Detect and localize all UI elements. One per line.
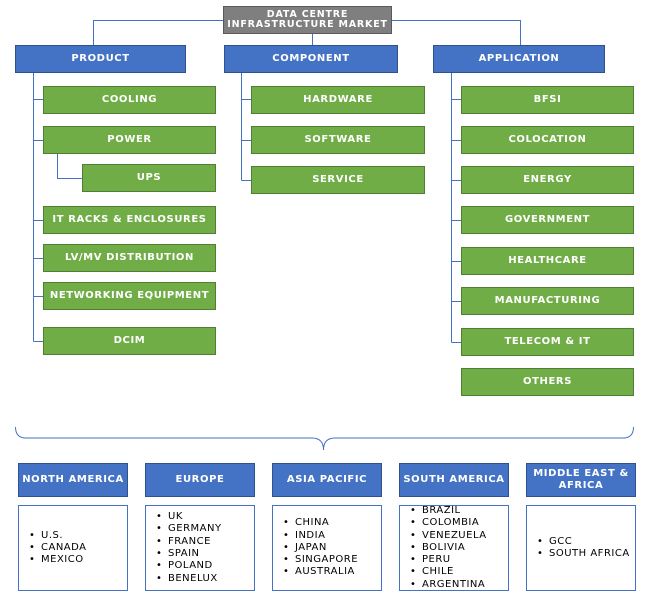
category-application: APPLICATION bbox=[433, 45, 605, 73]
country-item: INDIA bbox=[283, 530, 381, 542]
country-list-asia-pacific: CHINA INDIA JAPAN SINGAPORE AUSTRALIA bbox=[272, 505, 382, 591]
country-item: GCC bbox=[537, 536, 635, 548]
region-middle-east-africa: MIDDLE EAST & AFRICA bbox=[526, 463, 636, 497]
region-north-america: NORTH AMERICA bbox=[18, 463, 128, 497]
product-item-it-racks: IT RACKS & ENCLOSURES bbox=[43, 206, 216, 234]
product-item-dcim: DCIM bbox=[43, 327, 216, 355]
product-subitem-ups: UPS bbox=[82, 164, 216, 192]
country-item: COLOMBIA bbox=[410, 517, 508, 529]
application-item-others: OTHERS bbox=[461, 368, 634, 396]
category-component: COMPONENT bbox=[224, 45, 398, 73]
country-item: FRANCE bbox=[156, 536, 254, 548]
application-item-government: GOVERNMENT bbox=[461, 206, 634, 234]
country-item: CHINA bbox=[283, 517, 381, 529]
region-asia-pacific: ASIA PACIFIC bbox=[272, 463, 382, 497]
component-item-hardware: HARDWARE bbox=[251, 86, 425, 114]
country-item: SINGAPORE bbox=[283, 554, 381, 566]
country-item: JAPAN bbox=[283, 542, 381, 554]
country-item: BOLIVIA bbox=[410, 542, 508, 554]
application-item-healthcare: HEALTHCARE bbox=[461, 247, 634, 275]
diagram-title: DATA CENTRE INFRASTRUCTURE MARKET bbox=[223, 6, 392, 34]
country-item: GERMANY bbox=[156, 523, 254, 535]
region-europe: EUROPE bbox=[145, 463, 255, 497]
country-item: POLAND bbox=[156, 560, 254, 572]
country-item: VENEZUELA bbox=[410, 530, 508, 542]
country-item: MEXICO bbox=[29, 554, 127, 566]
country-item: AUSTRALIA bbox=[283, 566, 381, 578]
application-item-bfsi: BFSI bbox=[461, 86, 634, 114]
component-item-service: SERVICE bbox=[251, 166, 425, 194]
country-list-south-america: BRAZIL COLOMBIA VENEZUELA BOLIVIA PERU C… bbox=[399, 505, 509, 591]
category-product: PRODUCT bbox=[15, 45, 186, 73]
country-item: SPAIN bbox=[156, 548, 254, 560]
country-item: U.S. bbox=[29, 530, 127, 542]
application-item-energy: ENERGY bbox=[461, 166, 634, 194]
country-list-europe: UK GERMANY FRANCE SPAIN POLAND BENELUX bbox=[145, 505, 255, 591]
country-item: CHILE bbox=[410, 566, 508, 578]
product-item-lv-mv-distribution: LV/MV DISTRIBUTION bbox=[43, 244, 216, 272]
country-item: BENELUX bbox=[156, 573, 254, 585]
region-brace bbox=[15, 426, 634, 451]
country-item: BRAZIL bbox=[410, 505, 508, 517]
country-item: PERU bbox=[410, 554, 508, 566]
component-item-software: SOFTWARE bbox=[251, 126, 425, 154]
country-item: SOUTH AFRICA bbox=[537, 548, 635, 560]
product-item-cooling: COOLING bbox=[43, 86, 216, 114]
country-item: UK bbox=[156, 511, 254, 523]
product-item-networking-equipment: NETWORKING EQUIPMENT bbox=[43, 282, 216, 310]
product-item-power: POWER bbox=[43, 126, 216, 154]
country-item: ARGENTINA bbox=[410, 579, 508, 591]
country-list-middle-east-africa: GCC SOUTH AFRICA bbox=[526, 505, 636, 591]
application-item-manufacturing: MANUFACTURING bbox=[461, 287, 634, 315]
country-list-north-america: U.S. CANADA MEXICO bbox=[18, 505, 128, 591]
application-item-colocation: COLOCATION bbox=[461, 126, 634, 154]
application-item-telecom-it: TELECOM & IT bbox=[461, 328, 634, 356]
region-south-america: SOUTH AMERICA bbox=[399, 463, 509, 497]
country-item: CANADA bbox=[29, 542, 127, 554]
